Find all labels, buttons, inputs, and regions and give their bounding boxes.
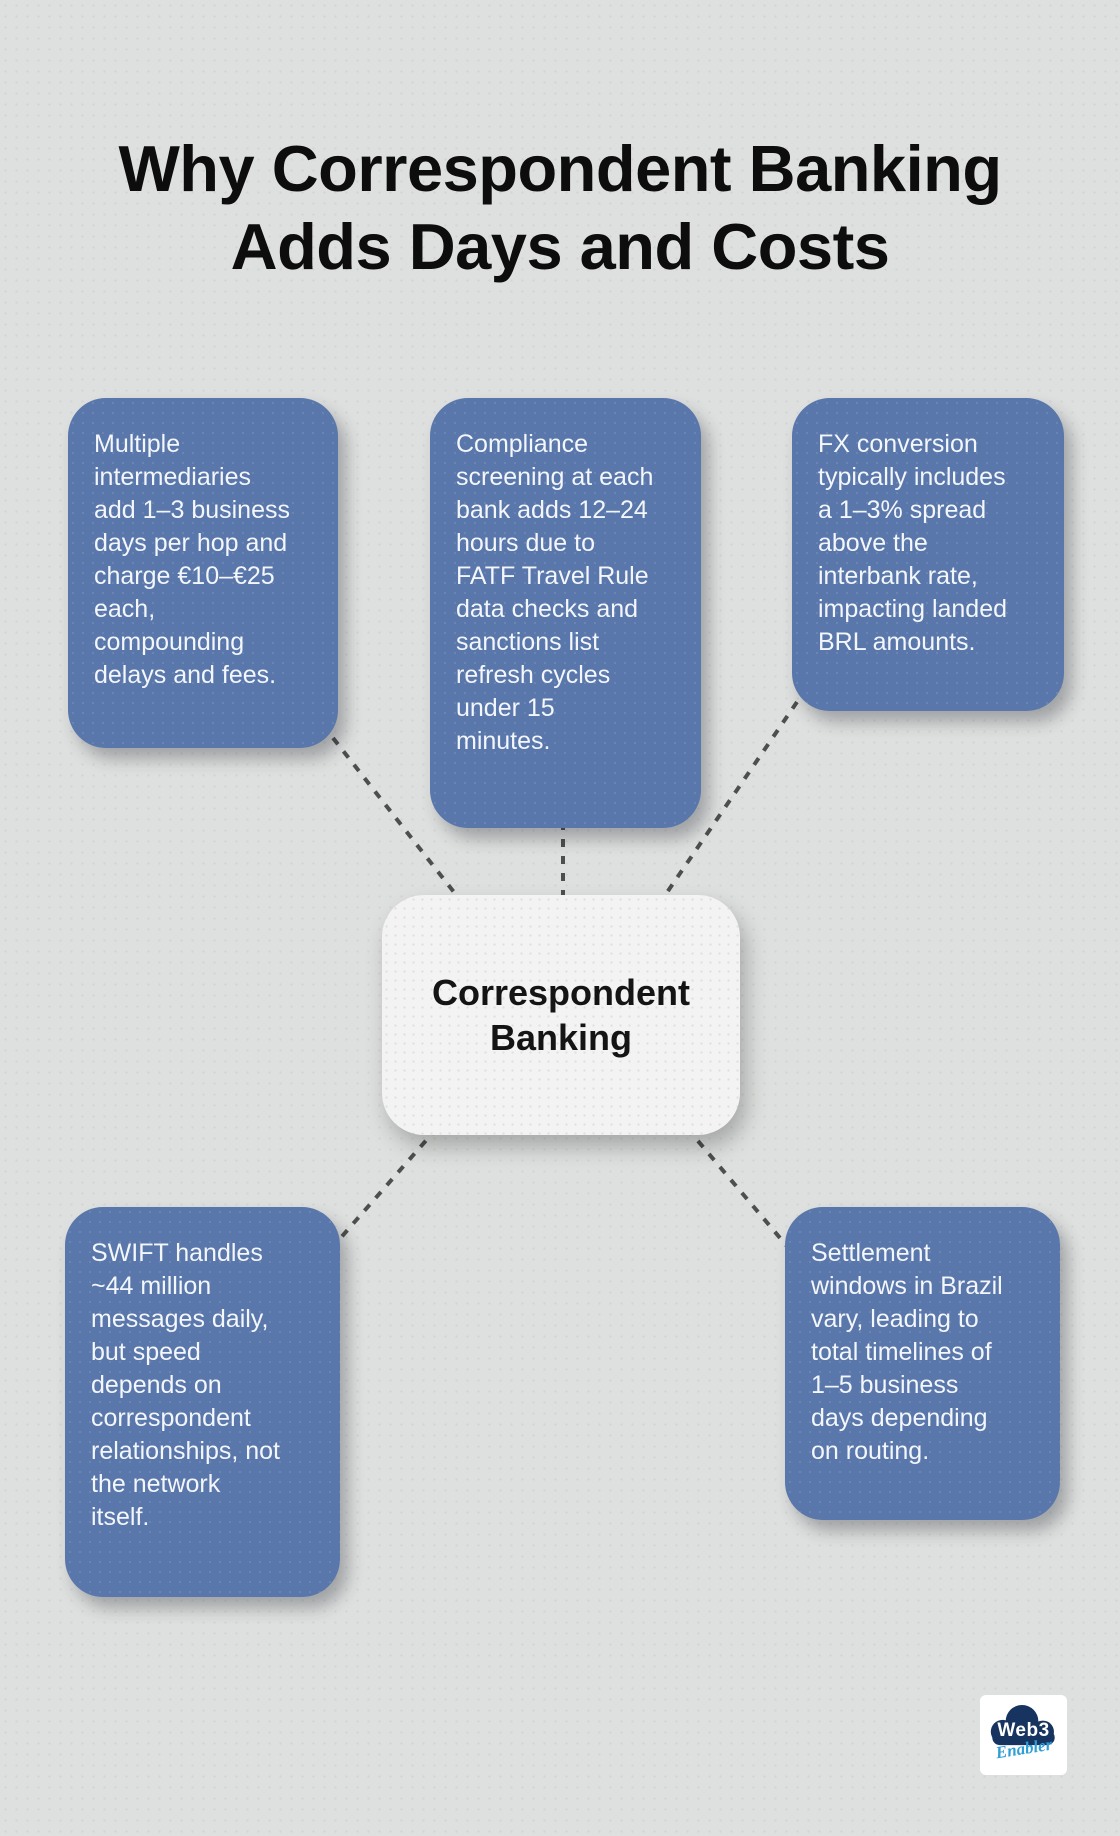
page-title-line-2: Adds Days and Costs — [230, 209, 890, 283]
connector-center-to-swift — [321, 1126, 439, 1260]
cause-node-fx-text: FX conversion typically includes a 1–3% … — [818, 430, 1008, 656]
connector-center-to-settlement — [685, 1126, 799, 1260]
cause-node-swift-text: SWIFT handles ~44 million messages daily… — [91, 1239, 281, 1531]
cause-node-fx: FX conversion typically includes a 1–3% … — [792, 398, 1064, 711]
brand-logo-wordmark: Web3 — [997, 1720, 1050, 1741]
page-title: Why Correspondent Banking Adds Days and … — [0, 130, 1120, 286]
center-node: Correspondent Banking — [382, 895, 740, 1135]
center-node-label: Correspondent Banking — [431, 972, 690, 1058]
brand-logo: Web3 Enabler — [980, 1695, 1067, 1775]
cause-node-compliance-text: Compliance screening at each bank adds 1… — [456, 430, 654, 755]
cause-node-settlement-text: Settlement windows in Brazil vary, leadi… — [811, 1239, 1003, 1465]
cause-node-swift: SWIFT handles ~44 million messages daily… — [65, 1207, 340, 1597]
page-title-line-1: Why Correspondent Banking — [118, 131, 1002, 205]
cloud-icon — [990, 1704, 1055, 1746]
cause-node-settlement: Settlement windows in Brazil vary, leadi… — [785, 1207, 1060, 1520]
connector-fx-to-center — [653, 700, 799, 912]
cause-node-intermediaries: Multiple intermediaries add 1–3 business… — [68, 398, 338, 748]
cause-node-compliance: Compliance screening at each bank adds 1… — [430, 398, 701, 828]
cause-node-intermediaries-text: Multiple intermediaries add 1–3 business… — [94, 430, 290, 689]
connector-intermediaries-to-center — [331, 736, 470, 912]
